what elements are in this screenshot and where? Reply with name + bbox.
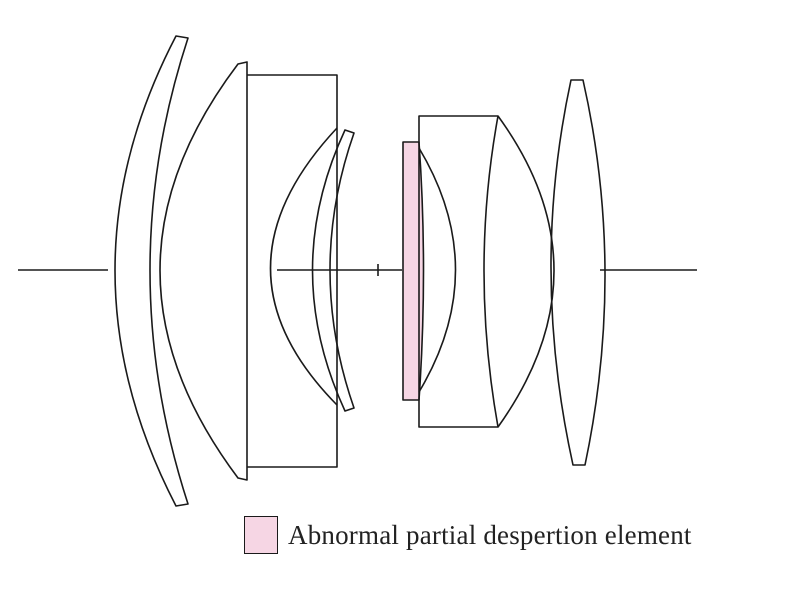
legend-label: Abnormal partial despertion element: [288, 519, 692, 550]
front-thick-element-rear-curve: [269, 127, 338, 406]
legend: Abnormal partial despertion element: [244, 516, 692, 554]
rear-group-front-curve: [418, 147, 457, 393]
abnormal-dispersion-element: [402, 141, 425, 401]
front-thick-element: [247, 74, 338, 468]
legend-swatch: [244, 516, 278, 554]
front-meniscus-element-3: [311, 129, 355, 412]
rear-group-cement-line: [483, 115, 499, 428]
rear-cemented-group: [418, 115, 555, 428]
front-meniscus-element-2: [159, 61, 248, 481]
rear-biconvex-element: [550, 79, 606, 466]
front-meniscus-element-1: [114, 35, 189, 507]
